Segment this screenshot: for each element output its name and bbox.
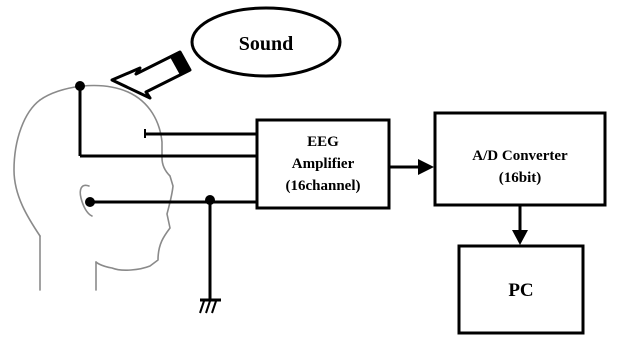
- electrode-wiring: [78, 86, 257, 300]
- ad-converter-line2: (16bit): [499, 170, 542, 186]
- top-electrode: [75, 81, 85, 91]
- eeg-amplifier-line1: EEG: [307, 134, 339, 150]
- sound-label: Sound: [239, 33, 294, 55]
- ear-electrode: [85, 197, 95, 207]
- eeg-amplifier-line2: Amplifier: [292, 156, 355, 172]
- eeg-amplifier-block: [255, 118, 391, 210]
- converter-to-pc-arrow: [512, 205, 528, 245]
- ad-converter-block: [433, 111, 607, 207]
- ad-converter-line1: A/D Converter: [472, 148, 568, 164]
- sound-arrow-icon: [110, 50, 192, 100]
- amplifier-to-converter-arrow: [389, 159, 434, 175]
- ground-junction: [205, 195, 215, 205]
- head-profile-icon: [13, 84, 174, 291]
- sound-bubble: [190, 6, 342, 78]
- eeg-amplifier-line3: (16channel): [286, 178, 361, 194]
- pc-label: PC: [508, 280, 533, 301]
- ground-symbol-icon: [199, 298, 221, 314]
- pc-block: [457, 244, 585, 335]
